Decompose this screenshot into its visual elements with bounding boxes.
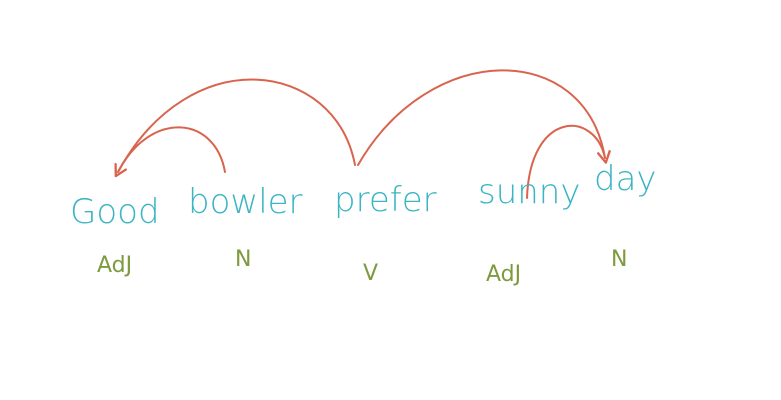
tag-good: AdJ	[97, 253, 132, 278]
tag-day: N	[611, 247, 627, 272]
word-prefer: prefer	[334, 180, 437, 220]
dependency-arc-3-to-4	[526, 125, 611, 199]
word-good: Good	[70, 192, 160, 232]
dependency-arcs	[114, 69, 611, 199]
tag-prefer: V	[363, 261, 378, 286]
word-day: day	[594, 159, 657, 199]
word-sunny: sunny	[478, 172, 580, 212]
tag-bowler: N	[235, 247, 251, 272]
dependency-arc-2-to-0	[114, 78, 356, 178]
tag-sunny: AdJ	[486, 262, 521, 287]
dependency-arc-1-to-0	[114, 126, 226, 178]
word-bowler: bowler	[188, 182, 303, 222]
sentence-words: Good bowler prefer sunny day	[70, 159, 657, 232]
part-of-speech-tags: AdJ N V AdJ N	[97, 247, 627, 287]
dependency-arc-2-to-4	[357, 69, 611, 166]
